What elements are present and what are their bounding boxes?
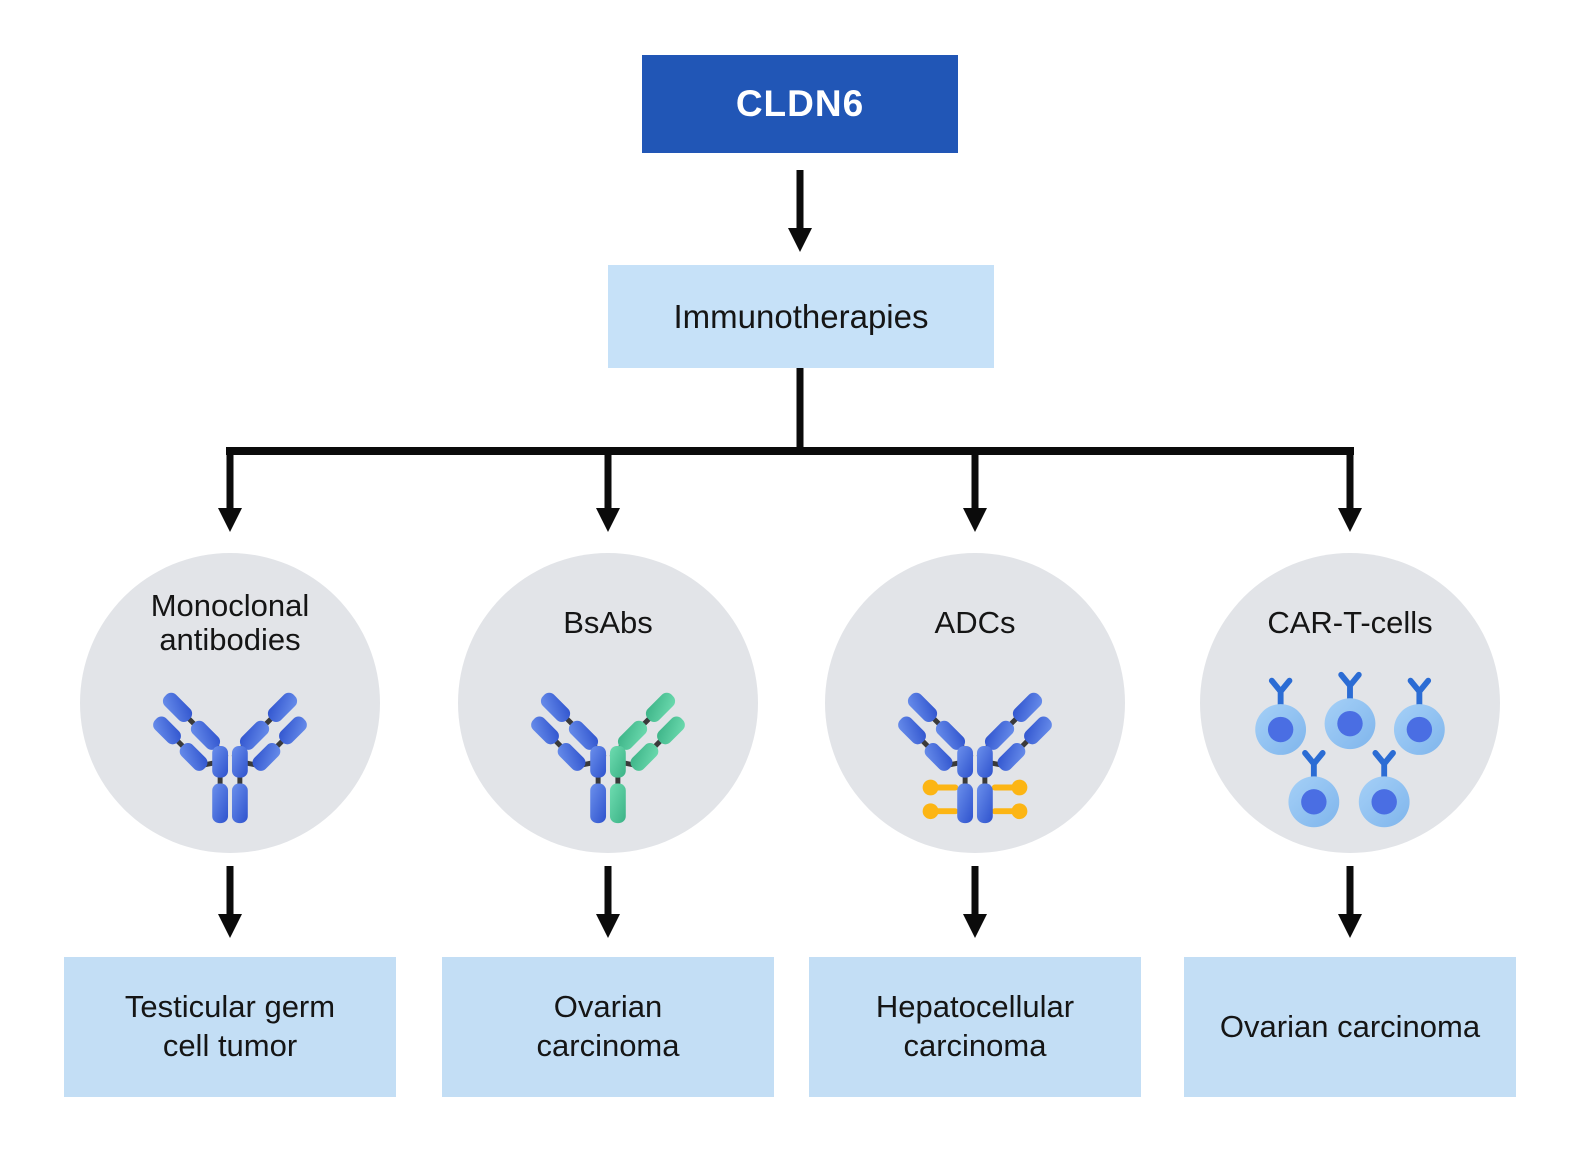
arrow-branch-2-head [596,508,620,532]
arrow-branch-1-head [218,508,242,532]
arrow-branch-3-head [963,508,987,532]
monoclonal-antibody-icon [153,692,307,824]
branch-label: ADCs [934,604,1016,640]
outcome-box-ovarian-carcinoma-cart: Ovarian carcinoma [1184,957,1516,1097]
arrow-outcome-4-head [1338,914,1362,938]
arrow-outcome-2-head [596,914,620,938]
node-cldn6: CLDN6 [642,55,958,153]
outcome-box-ovarian-carcinoma-bsabs: Ovarian carcinoma [442,957,774,1097]
node-cldn6-label: CLDN6 [735,83,865,124]
branch-circle-adcs: ADCs [825,553,1125,853]
car-t-cells-icon [1255,671,1445,828]
arrow-branch-4-head [1338,508,1362,532]
antibody-drug-conjugate-icon [898,692,1052,824]
arrow-root-to-hub-head [788,228,812,252]
branch-label: Monoclonal antibodies [150,587,310,657]
arrow-outcome-1-head [218,914,242,938]
node-immunotherapies: Immunotherapies [608,265,994,368]
node-immunotherapies-label: Immunotherapies [673,297,929,335]
arrow-outcome-3-head [963,914,987,938]
outcome-box-testicular-germ-cell-tumor: Testicular germ cell tumor [64,957,396,1097]
branch-label: CAR-T-cells [1267,604,1433,640]
branch-circle-monoclonal-antibodies: Monoclonal antibodies [80,553,380,853]
bispecific-antibody-icon [531,692,685,824]
outcome-box-hepatocellular-carcinoma: Hepatocellular carcinoma [809,957,1141,1097]
branch-circle-car-t-cells: CAR-T-cells [1200,553,1500,853]
branch-circle-bsabs: BsAbs [458,553,758,853]
branch-label: BsAbs [563,604,653,640]
